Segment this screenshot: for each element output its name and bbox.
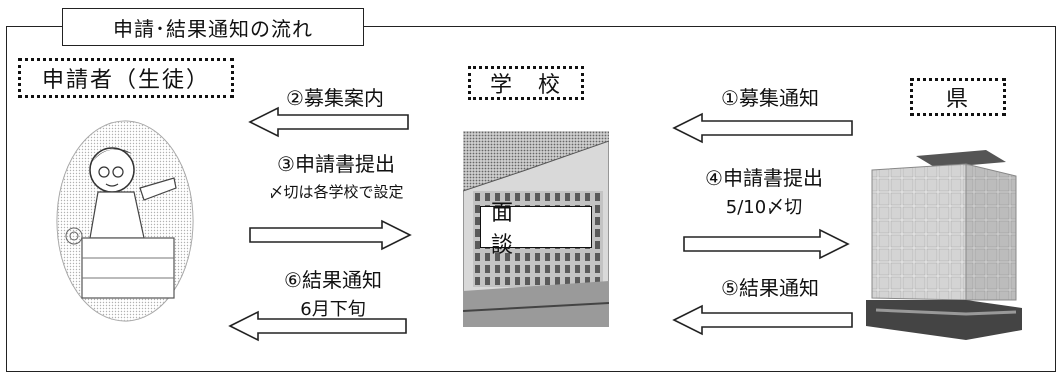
- student-illustration-icon: [56, 120, 194, 322]
- step5-label: ⑤結果通知: [721, 276, 819, 300]
- arrow-right-icon: [249, 219, 412, 251]
- office-building-icon: [866, 150, 1022, 340]
- step6-note: 6月下旬: [300, 299, 366, 320]
- step4-note: 5/10〆切: [725, 197, 803, 218]
- applicant-label: 申請者（生徒）: [18, 58, 234, 98]
- arrow-left-icon: [228, 310, 407, 342]
- diagram-title: 申請･結果通知の流れ: [62, 8, 364, 46]
- arrow-left-icon: [672, 304, 853, 336]
- arrow-left-icon: [248, 106, 409, 138]
- step4-label: ④申請書提出: [705, 166, 823, 190]
- school-label: 学 校: [468, 66, 584, 100]
- arrow-left-icon: [672, 112, 853, 144]
- step6-block: ⑥結果通知 6月下旬: [248, 264, 418, 321]
- diagram-frame: [6, 26, 1056, 372]
- step3-label: ③申請書提出: [277, 152, 395, 176]
- step3-block: ③申請書提出 〆切は各学校で設定: [236, 148, 436, 202]
- prefecture-label: 県: [910, 78, 1006, 116]
- interview-label: 面 談: [480, 201, 592, 258]
- step2-label: ②募集案内: [286, 86, 384, 110]
- step3-note: 〆切は各学校で設定: [268, 183, 404, 201]
- step4-block: ④申請書提出 5/10〆切: [674, 162, 854, 219]
- arrow-right-icon: [683, 228, 850, 260]
- step6-label: ⑥結果通知: [284, 268, 382, 292]
- step1-label: ①募集通知: [721, 86, 819, 110]
